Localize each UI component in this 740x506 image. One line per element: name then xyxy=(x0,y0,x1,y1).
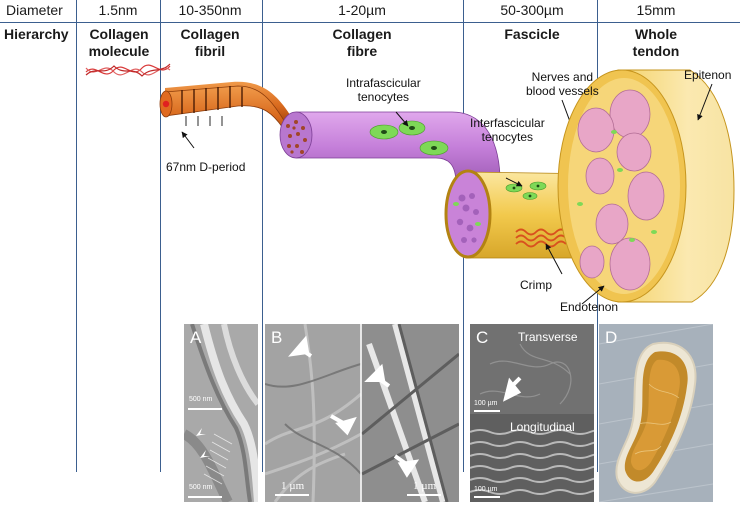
panel-c-letter: C xyxy=(476,328,489,347)
panel-d-photo: D xyxy=(599,324,713,502)
level-whole-tendon-line1: Whole xyxy=(635,26,677,42)
diameter-fascicle: 50-300µm xyxy=(500,2,564,18)
level-molecule: Collagen molecule xyxy=(80,26,158,60)
diameter-molecule: 1.5nm xyxy=(98,2,138,18)
panel-c-micrograph: C Transverse Longitudinal 100 µm 100 µm xyxy=(470,324,594,502)
collagen-fibril xyxy=(159,81,292,149)
level-fibre-line2: fibre xyxy=(346,43,378,59)
panel-a-letter: A xyxy=(190,328,202,347)
level-fibre: Collagen fibre xyxy=(320,26,404,60)
diameter-whole-tendon: 15mm xyxy=(636,2,676,18)
crimp-pattern xyxy=(515,228,567,248)
column-divider-2 xyxy=(160,0,161,472)
d-period-label: 67nm D-period xyxy=(166,160,246,174)
diameter-fibril: 10-350nm xyxy=(178,2,242,18)
panel-b-letter: B xyxy=(271,328,283,347)
level-molecule-line1: Collagen xyxy=(89,26,149,42)
level-whole-tendon-line2: tendon xyxy=(632,43,680,59)
diameter-row-label: Diameter xyxy=(6,2,63,18)
level-molecule-line2: molecule xyxy=(88,43,150,59)
panel-c-texture xyxy=(470,324,594,502)
interfascicular-label: Interfascicular tenocytes xyxy=(470,116,545,144)
whole-tendon xyxy=(557,69,735,305)
panel-c-scale-bottom: 100 µm xyxy=(474,486,498,493)
level-fibril-line1: Collagen xyxy=(180,26,240,42)
nerves-line1: Nerves and xyxy=(531,70,594,84)
column-divider-3 xyxy=(262,0,263,472)
panel-b-micrograph: B 1 µm 1 µm xyxy=(265,324,459,502)
nerves-line2: blood vessels xyxy=(526,84,599,98)
intrafascicular-label: Intrafascicular tenocytes xyxy=(346,76,421,104)
intrafascicular-line1: Intrafascicular xyxy=(346,76,421,90)
collagen-molecule-helix xyxy=(85,63,171,77)
panel-b-texture xyxy=(265,324,459,502)
panel-b-scale-right: 1 µm xyxy=(413,480,437,492)
header-divider xyxy=(0,22,740,23)
panel-c-longitudinal-label: Longitudinal xyxy=(510,420,575,434)
interfascicular-line1: Interfascicular xyxy=(470,116,545,130)
nerves-label: Nerves and blood vessels xyxy=(526,70,599,98)
epitenon-label: Epitenon xyxy=(684,68,732,82)
level-fibre-line1: Collagen xyxy=(332,26,392,42)
hierarchy-row-label: Hierarchy xyxy=(4,26,69,42)
panel-d-letter: D xyxy=(605,328,618,347)
endotenon-label: Endotenon xyxy=(560,300,619,314)
collagen-fibre xyxy=(279,111,501,185)
column-divider-1 xyxy=(76,0,77,472)
level-fibril: Collagen fibril xyxy=(168,26,252,60)
crimp-label: Crimp xyxy=(520,278,552,292)
level-fascicle-line1: Fascicle xyxy=(504,26,560,42)
hierarchy-illustration xyxy=(85,63,735,305)
panel-c-scale-top: 100 µm xyxy=(474,400,498,407)
panel-a-scale-top: 500 nm xyxy=(189,396,213,403)
intrafascicular-line2: tenocytes xyxy=(357,90,410,104)
panel-d-texture xyxy=(599,324,713,502)
diameter-fibre: 1-20µm xyxy=(338,2,386,18)
panel-a-scale-bottom: 500 nm xyxy=(189,484,213,491)
level-fibril-line2: fibril xyxy=(194,43,226,59)
panel-a-micrograph: A 500 nm 500 nm xyxy=(184,324,258,502)
panel-a-texture xyxy=(184,324,258,502)
level-fascicle: Fascicle xyxy=(484,26,580,43)
level-whole-tendon: Whole tendon xyxy=(616,26,696,60)
panel-c-transverse-label: Transverse xyxy=(518,330,578,344)
interfascicular-line2: tenocytes xyxy=(481,130,534,144)
panel-b-scale-left: 1 µm xyxy=(281,480,305,492)
